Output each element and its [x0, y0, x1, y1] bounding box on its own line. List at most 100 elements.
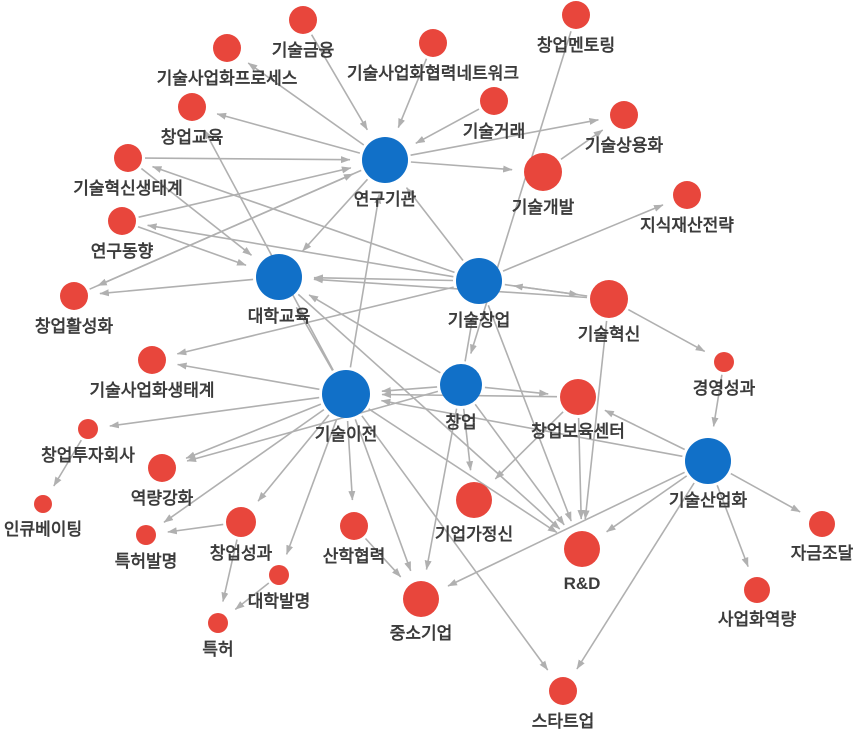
edge-기술이전-to-기술사업화생태계	[177, 362, 320, 391]
node-label-기술이전: 기술이전	[315, 425, 378, 444]
node-label-경영성과: 경영성과	[693, 379, 756, 398]
graph-node-창업멘토링[interactable]	[562, 1, 590, 29]
edge-기술이전-to-대학발명	[285, 419, 338, 555]
node-label-연구동향: 연구동향	[91, 241, 154, 261]
graph-node-사업화역량[interactable]	[744, 577, 770, 603]
graph-node-대학교육[interactable]	[256, 254, 302, 300]
edge-창업-to-대학교육	[308, 294, 441, 374]
edge-기술창업-to-지식재산전략	[502, 204, 664, 272]
graph-node-창업[interactable]	[440, 364, 482, 406]
edge-창업보육센터-to-기업가정신	[494, 411, 564, 480]
graph-node-특허[interactable]	[208, 613, 228, 633]
edge-기술산업화-to-창업보육센터	[604, 409, 686, 451]
edge-기술산업화-to-스타트업	[576, 482, 695, 670]
graph-node-기술거래[interactable]	[480, 87, 508, 115]
node-label-사업화역량: 사업화역량	[718, 610, 797, 629]
graph-node-경영성과[interactable]	[714, 352, 734, 372]
graph-node-창업활성화[interactable]	[60, 282, 88, 310]
graph-node-창업보육센터[interactable]	[560, 379, 596, 415]
graph-node-창업교육[interactable]	[178, 93, 206, 121]
graph-node-기술이전[interactable]	[322, 370, 370, 418]
edge-기술혁신-to-기술창업	[513, 283, 588, 297]
edge-기술이전-to-창업교육	[203, 129, 334, 371]
graph-node-R&D[interactable]	[564, 531, 600, 567]
edges-layer	[53, 30, 801, 671]
graph-node-연구동향[interactable]	[108, 207, 136, 235]
edge-기술사업화협력네트워크-to-연구기관	[397, 58, 428, 129]
edge-기술혁신-to-경영성과	[627, 308, 706, 353]
graph-node-연구기관[interactable]	[362, 137, 408, 183]
node-label-기술창업: 기술창업	[448, 311, 511, 330]
edge-산학협력-to-중소기업	[364, 537, 402, 578]
graph-node-기술혁신생태계[interactable]	[114, 144, 142, 172]
edge-기술산업화-to-R&D	[606, 475, 688, 533]
edge-창업-to-R&D	[474, 403, 565, 526]
graph-node-기술산업화[interactable]	[685, 438, 731, 484]
node-label-창업보육센터: 창업보육센터	[531, 422, 625, 441]
graph-node-기업가정신[interactable]	[456, 482, 492, 518]
node-label-기술혁신생태계: 기술혁신생태계	[73, 178, 182, 198]
graph-node-기술개발[interactable]	[524, 153, 562, 191]
node-label-기술개발: 기술개발	[512, 198, 575, 217]
edge-기술이전-to-산학협력	[346, 420, 356, 501]
edge-창업-to-기업가정신	[462, 408, 474, 471]
edge-창업투자회사-to-인큐베이팅	[53, 439, 82, 487]
edge-연구기관-to-기술상용화	[410, 118, 599, 156]
node-label-인큐베이팅: 인큐베이팅	[4, 520, 82, 539]
graph-node-기술사업화프로세스[interactable]	[213, 34, 241, 62]
edge-연구기관-to-기술개발	[410, 161, 513, 173]
edge-기술이전-to-스타트업	[361, 415, 549, 671]
graph-node-기술혁신[interactable]	[590, 280, 628, 318]
graph-node-기술사업화생태계[interactable]	[138, 346, 166, 374]
graph-node-산학협력[interactable]	[340, 512, 368, 540]
graph-node-역량강화[interactable]	[148, 454, 176, 482]
graph-node-자금조달[interactable]	[809, 511, 835, 537]
node-label-역량강화: 역량강화	[131, 489, 194, 508]
node-label-특허발명: 특허발명	[115, 552, 178, 571]
edge-기술이전-to-역량강화	[185, 403, 322, 460]
edge-연구동향-to-연구기관	[138, 166, 352, 218]
node-label-자금조달: 자금조달	[791, 543, 854, 563]
graph-node-인큐베이팅[interactable]	[34, 495, 52, 513]
node-label-대학교육: 대학교육	[248, 307, 311, 326]
graph-node-기술창업[interactable]	[456, 258, 502, 304]
node-label-산학협력: 산학협력	[323, 546, 386, 566]
edge-연구기관-to-창업활성화	[97, 169, 362, 287]
node-label-창업멘토링: 창업멘토링	[537, 36, 615, 55]
graph-node-스타트업[interactable]	[549, 677, 577, 705]
graph-node-특허발명[interactable]	[136, 525, 156, 545]
graph-node-창업투자회사[interactable]	[78, 419, 98, 439]
graph-node-지식재산전략[interactable]	[673, 181, 701, 209]
edge-기술산업화-to-기술이전	[380, 398, 683, 458]
edge-경영성과-to-기술산업화	[711, 374, 723, 427]
graph-node-기술사업화협력네트워크[interactable]	[419, 29, 447, 57]
graph-node-기술상용화[interactable]	[610, 101, 638, 129]
edge-창업성과-to-특허	[221, 539, 238, 602]
edge-기술혁신생태계-to-대학교육	[140, 167, 252, 256]
edge-기술창업-to-대학교육	[313, 274, 454, 282]
node-label-연구기관: 연구기관	[354, 190, 417, 209]
graph-node-창업성과[interactable]	[226, 507, 256, 537]
edge-기술금융-to-연구기관	[310, 34, 368, 131]
edge-기술산업화-to-자금조달	[730, 472, 801, 513]
node-label-R&D: R&D	[564, 574, 601, 593]
graph-node-중소기업[interactable]	[403, 581, 439, 617]
edge-창업보육센터-to-R&D	[577, 417, 585, 520]
node-label-기술상용화: 기술상용화	[585, 136, 664, 155]
edge-기술이전-to-대학교육	[295, 306, 334, 371]
edge-연구동향-to-대학교육	[137, 225, 247, 266]
node-label-창업: 창업	[445, 413, 476, 432]
edge-연구기관-to-대학교육	[301, 178, 369, 252]
edge-기술이전-to-창업투자회사	[109, 396, 320, 429]
graph-node-기술금융[interactable]	[289, 6, 317, 34]
graph-node-대학발명[interactable]	[269, 565, 289, 585]
edge-기술이전-to-연구기관	[349, 194, 382, 368]
edge-기술창업-to-연구동향	[147, 223, 454, 278]
nodes-layer	[34, 1, 835, 705]
edge-기술산업화-to-사업화역량	[716, 485, 749, 568]
node-label-기업가정신: 기업가정신	[435, 525, 513, 544]
edge-기술이전-to-특허발명	[163, 408, 325, 523]
edge-기술개발-to-기술상용화	[560, 129, 604, 160]
edge-대학교육-to-R&D	[297, 293, 561, 530]
